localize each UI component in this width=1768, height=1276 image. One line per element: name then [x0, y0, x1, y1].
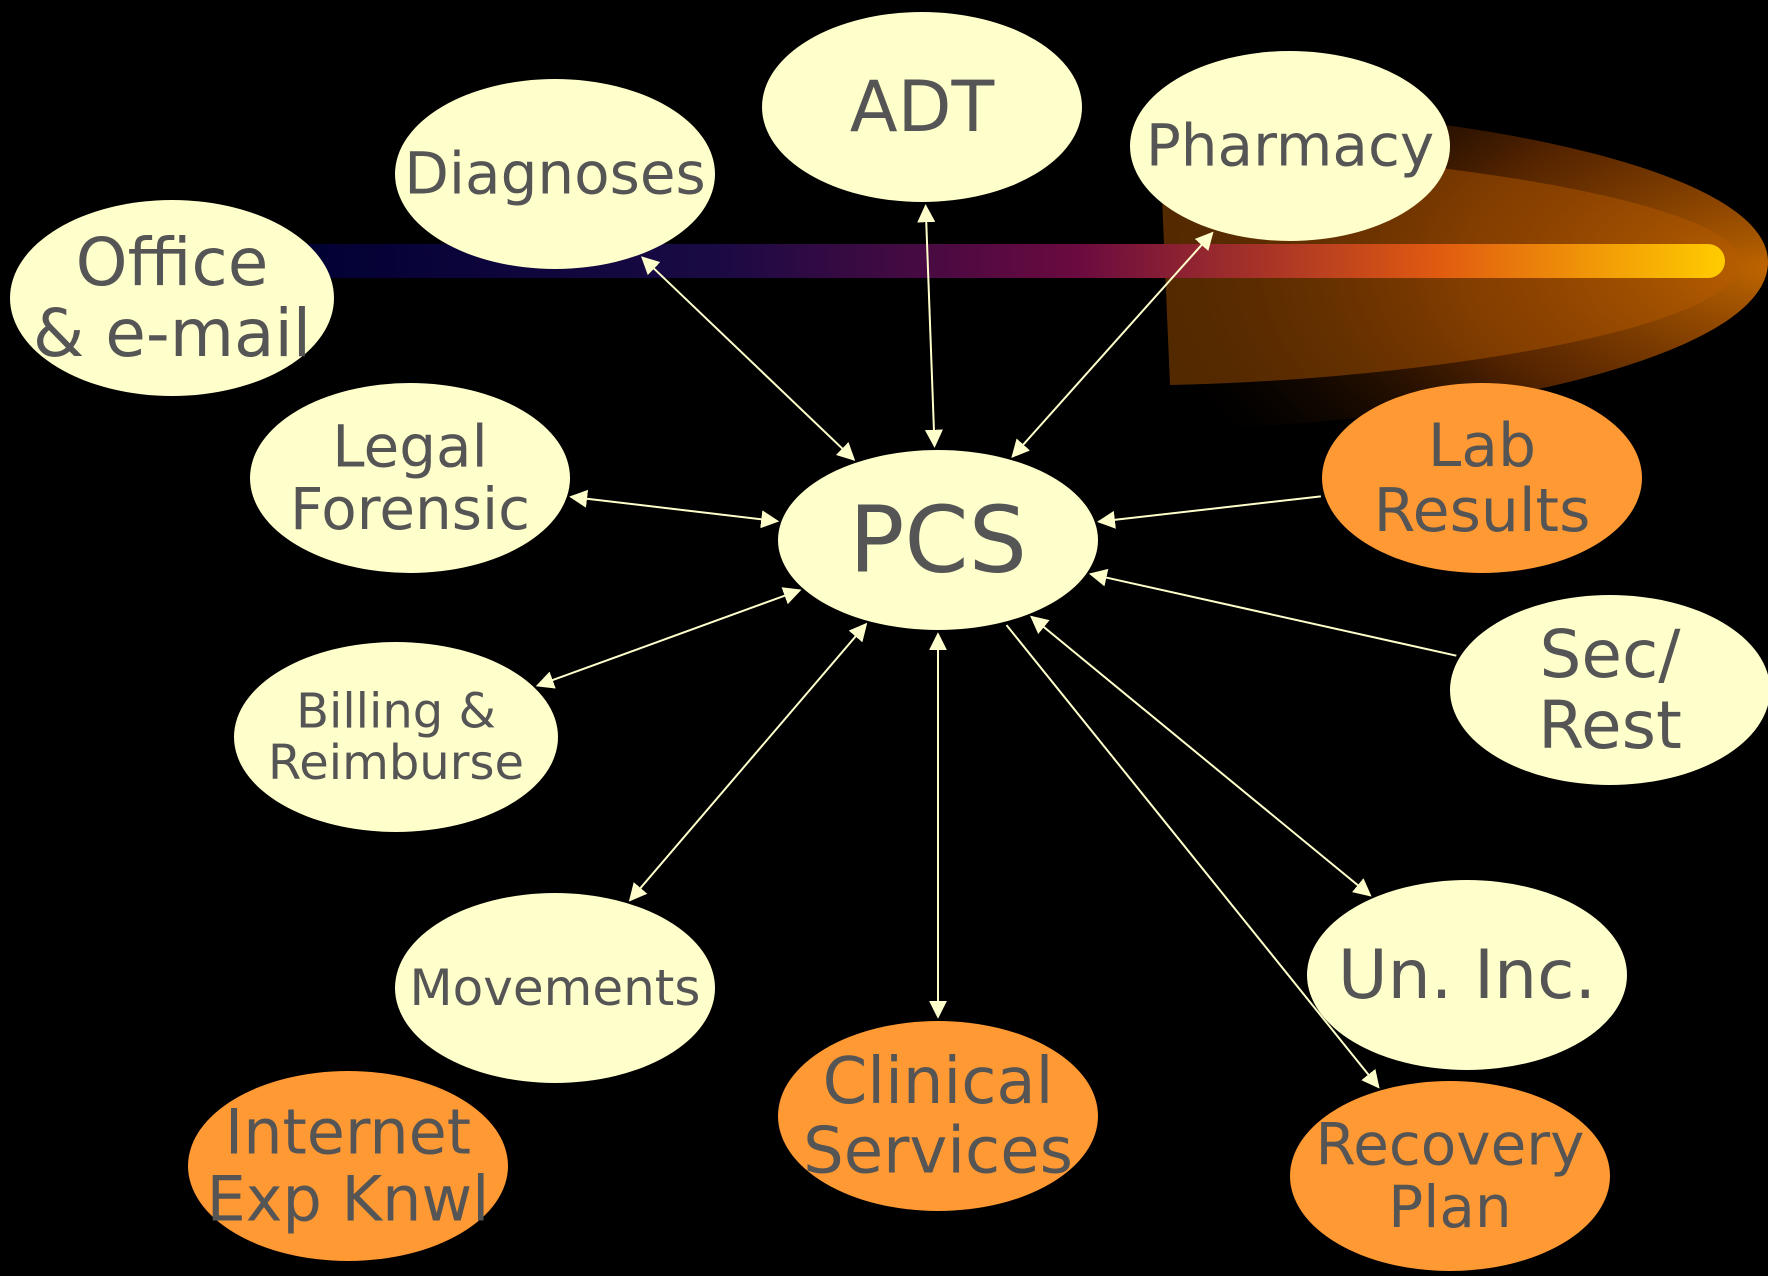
node-lab-shape: [1322, 383, 1642, 573]
node-pharmacy: Pharmacy: [1130, 51, 1450, 241]
node-clinical-label: Clinical: [823, 1045, 1054, 1119]
node-movements-shape: [395, 893, 715, 1083]
node-unc: Un. Inc.: [1307, 880, 1627, 1070]
node-adt: ADT: [762, 12, 1082, 202]
node-diagnoses-label: Diagnoses: [404, 140, 706, 208]
node-recovery-shape: [1290, 1081, 1610, 1271]
node-billing-label: Billing &: [296, 683, 496, 739]
node-diagnoses: Diagnoses: [395, 79, 715, 269]
edges: [535, 204, 1457, 1089]
edge-lab-pcs: [1096, 495, 1322, 529]
edge-pcs-diagnoses: [641, 256, 856, 461]
node-pcs-shape: [778, 450, 1098, 630]
node-legal-label: Forensic: [290, 475, 530, 543]
node-office-shape: [10, 200, 334, 396]
node-movements: Movements: [395, 893, 715, 1083]
node-unc-label: Un. Inc.: [1338, 936, 1596, 1015]
edge-pcs-billing: [535, 587, 802, 689]
node-sec-label: Sec/: [1539, 616, 1681, 693]
node-recovery-label: Recovery: [1316, 1110, 1585, 1178]
node-lab-label: Results: [1374, 476, 1591, 546]
edge-pcs-movements: [628, 622, 868, 902]
node-billing-label: Reimburse: [268, 735, 524, 791]
node-office-label: Office: [76, 224, 269, 301]
edge-sec-pcs: [1088, 568, 1457, 657]
node-sec-label: Rest: [1538, 687, 1682, 764]
node-clinical-label: Services: [803, 1114, 1073, 1188]
node-internet-label: Internet: [225, 1096, 471, 1169]
node-sec: Sec/Rest: [1450, 595, 1768, 785]
edge-pcs-legal: [569, 489, 780, 529]
node-billing: Billing &Reimburse: [234, 642, 558, 832]
node-unc-shape: [1307, 880, 1627, 1070]
node-recovery-label: Plan: [1388, 1173, 1511, 1241]
node-office-label: & e-mail: [33, 295, 311, 372]
node-sec-shape: [1450, 595, 1768, 785]
node-internet-shape: [188, 1071, 508, 1261]
node-clinical-shape: [778, 1021, 1098, 1211]
node-legal-shape: [250, 383, 570, 573]
edge-pcs-recovery: [1005, 624, 1380, 1089]
node-movements-label: Movements: [410, 959, 701, 1017]
edge-pcs-unc: [1030, 615, 1372, 897]
node-pharmacy-label: Pharmacy: [1146, 112, 1434, 180]
node-pcs-label: PCS: [849, 486, 1027, 593]
edge-pcs-pharmacy: [1011, 231, 1214, 458]
edge-pcs-adt: [917, 204, 943, 448]
node-adt-label: ADT: [850, 66, 995, 148]
node-legal-label: Legal: [332, 412, 487, 480]
node-office: Office& e-mail: [10, 200, 334, 396]
node-diagnoses-shape: [395, 79, 715, 269]
node-internet-label: Exp Knwl: [207, 1163, 490, 1236]
node-billing-shape: [234, 642, 558, 832]
node-pcs: PCS: [778, 450, 1098, 630]
node-pharmacy-shape: [1130, 51, 1450, 241]
node-adt-shape: [762, 12, 1082, 202]
node-lab-label: Lab: [1428, 411, 1536, 481]
